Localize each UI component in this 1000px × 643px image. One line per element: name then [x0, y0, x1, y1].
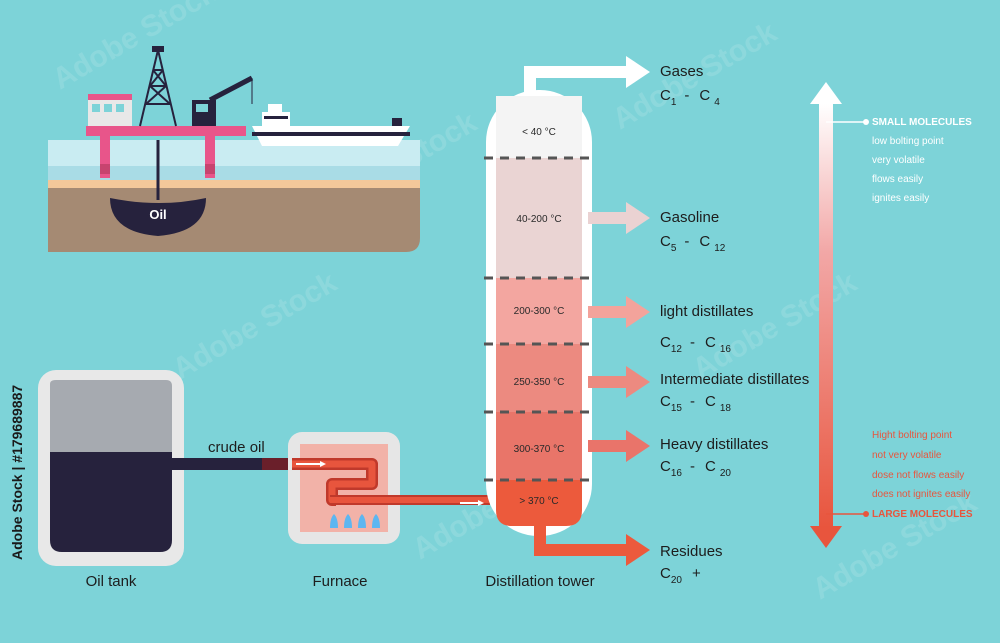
svg-text:Adobe Stock: Adobe Stock: [167, 266, 343, 386]
tower-zones: < 40 °C 40-200 °C 200-300 °C 250-350 °C 300-…: [484, 96, 594, 526]
ground: [48, 188, 420, 252]
offshore-rig-scene: Oil: [48, 46, 420, 252]
tower-temp-1: 40-200 °C: [516, 214, 561, 225]
large-note-1: Hight bolting point: [872, 430, 952, 441]
large-note-4: does not ignites easily: [872, 489, 970, 500]
burner-flames: [330, 514, 380, 528]
tower-temp-2: 200-300 °C: [514, 306, 565, 317]
tower-zone-4: [496, 412, 582, 480]
product-name-3: Intermediate distillates: [660, 371, 809, 388]
large-molecules-title: LARGE MOLECULES: [872, 509, 973, 520]
tower-temp-3: 250-350 °C: [514, 377, 565, 388]
tower-zone-1: [496, 158, 582, 278]
oil-tank: [38, 370, 184, 566]
down-arrow-head: [810, 526, 842, 548]
tower-temp-4: 300-370 °C: [514, 444, 565, 455]
carbon-range-5: C20+: [660, 565, 701, 586]
molecule-scale: SMALL MOLECULES low bolting point very v…: [810, 82, 973, 548]
stock-id: Adobe Stock | #179689887: [9, 385, 25, 560]
tower-zone-3: [496, 344, 582, 412]
product-arrow-3: [588, 376, 628, 388]
large-note-3: dose not flows easily: [872, 470, 964, 481]
derrick: [139, 49, 177, 127]
tower-temp-0: < 40 °C: [522, 127, 556, 138]
oil-pocket: [110, 198, 206, 236]
small-molecules-title: SMALL MOLECULES: [872, 117, 972, 128]
product-name-1: Gasoline: [660, 209, 719, 226]
up-arrow-head: [810, 82, 842, 104]
small-note-3: flows easily: [872, 174, 923, 185]
product-name-4: Heavy distillates: [660, 436, 768, 453]
tower-zone-2: [496, 278, 582, 344]
tower-zone-0: [496, 96, 582, 158]
gases-arrow: [524, 66, 628, 96]
sea-water: [48, 166, 420, 180]
product-name-2: light distillates: [660, 303, 753, 320]
crane-base: [192, 100, 216, 126]
small-note-2: very volatile: [872, 155, 925, 166]
product-arrow-2: [588, 306, 628, 318]
svg-text:Adobe Stock: Adobe Stock: [47, 0, 223, 96]
crude-oil-label: crude oil: [208, 439, 265, 456]
product-arrow-1: [588, 212, 628, 224]
product-name-0: Gases: [660, 63, 703, 80]
furnace: [288, 432, 400, 544]
svg-text:Adobe Stock: Adobe Stock: [807, 486, 983, 606]
oil-label: Oil: [149, 207, 166, 222]
seabed-sand: [48, 180, 420, 188]
large-note-2: not very volatile: [872, 450, 942, 461]
tower-zone-5: [496, 480, 582, 526]
furnace-label: Furnace: [312, 573, 367, 590]
small-note-1: low bolting point: [872, 136, 944, 147]
product-arrow-4: [588, 440, 628, 452]
oil-tank-label: Oil tank: [86, 573, 137, 590]
svg-text:Adobe Stock: Adobe Stock: [687, 266, 863, 386]
product-name-5: Residues: [660, 543, 723, 560]
rig-deck: [86, 126, 246, 136]
small-note-4: ignites easily: [872, 193, 929, 204]
distillation-tower-label: Distillation tower: [485, 573, 594, 590]
tower-temp-5: > 370 °C: [519, 496, 558, 507]
distillation-tower: < 40 °C 40-200 °C 200-300 °C 250-350 °C 300-…: [484, 90, 594, 536]
residues-arrow: [534, 526, 628, 556]
